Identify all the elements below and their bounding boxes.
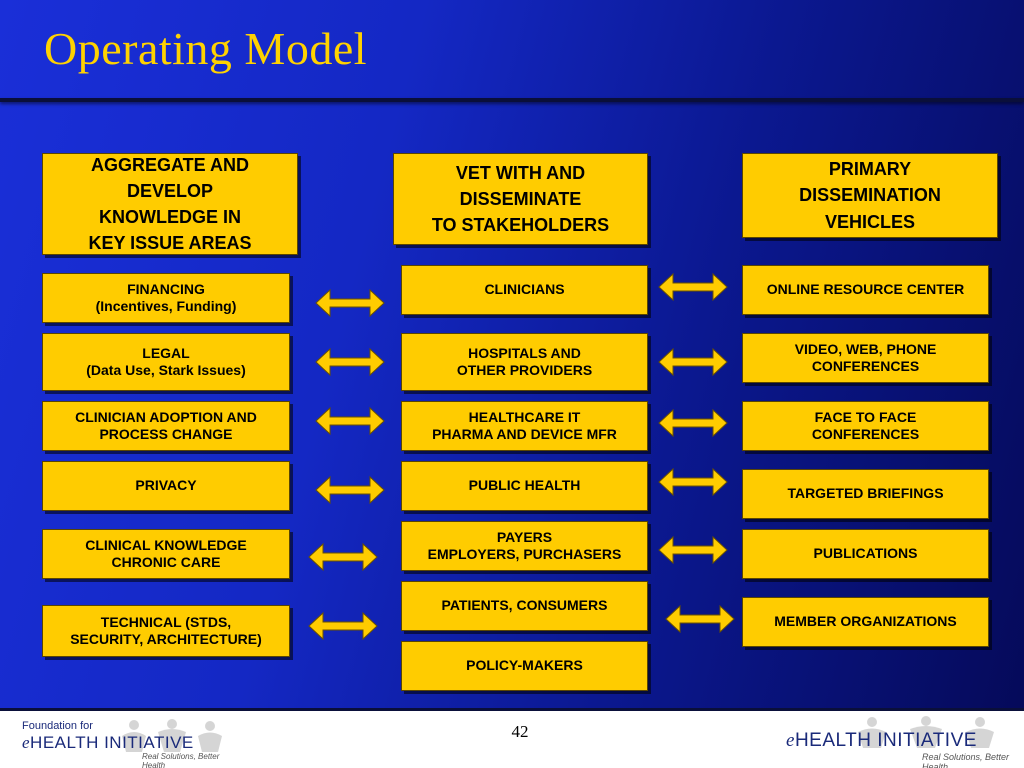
double-headed-arrow-icon [315, 347, 385, 377]
logo-name: eHEALTH INITIATIVE [786, 730, 977, 751]
double-headed-arrow-icon [658, 408, 728, 438]
logo-tagline: Real Solutions, Better Health [142, 752, 220, 768]
right-column-header: PRIMARY DISSEMINATION VEHICLES [742, 153, 998, 238]
people-figures-icon [122, 719, 222, 752]
stakeholder-public-health: PUBLIC HEALTH [401, 461, 648, 511]
double-headed-arrow-icon [658, 535, 728, 565]
double-headed-arrow-icon [658, 467, 728, 497]
stakeholder-hospitals: HOSPITALS AND OTHER PROVIDERS [401, 333, 648, 391]
logo-tagline: Real Solutions, Better Health [922, 752, 1010, 768]
vehicle-face-to-face: FACE TO FACE CONFERENCES [742, 401, 989, 451]
issue-area-clinician-adoption: CLINICIAN ADOPTION AND PROCESS CHANGE [42, 401, 290, 451]
issue-area-financing: FINANCING (Incentives, Funding) [42, 273, 290, 323]
double-headed-arrow-icon [658, 272, 728, 302]
vehicle-publications: PUBLICATIONS [742, 529, 989, 579]
ehealth-logo: eHEALTH INITIATIVE Real Solutions, Bette… [786, 716, 1016, 768]
issue-area-privacy: PRIVACY [42, 461, 290, 511]
stakeholder-policy-makers: POLICY-MAKERS [401, 641, 648, 691]
people-figures-icon [858, 716, 994, 748]
double-headed-arrow-icon [308, 542, 378, 572]
double-headed-arrow-icon [308, 611, 378, 641]
foundation-logo: Foundation for eHEALTH INITIATIVE Real S… [22, 716, 232, 768]
logo-name: eHEALTH INITIATIVE [22, 733, 194, 752]
double-headed-arrow-icon [665, 604, 735, 634]
issue-area-clinical-knowledge: CLINICAL KNOWLEDGE CHRONIC CARE [42, 529, 290, 579]
issue-area-legal: LEGAL (Data Use, Stark Issues) [42, 333, 290, 391]
left-column-header: AGGREGATE AND DEVELOP KNOWLEDGE IN KEY I… [42, 153, 298, 255]
vehicle-online-resource-center: ONLINE RESOURCE CENTER [742, 265, 989, 315]
stakeholder-payers: PAYERS EMPLOYERS, PURCHASERS [401, 521, 648, 571]
stakeholder-clinicians: CLINICIANS [401, 265, 648, 315]
vehicle-targeted-briefings: TARGETED BRIEFINGS [742, 469, 989, 519]
double-headed-arrow-icon [658, 347, 728, 377]
double-headed-arrow-icon [315, 475, 385, 505]
middle-column-header: VET WITH AND DISSEMINATE TO STAKEHOLDERS [393, 153, 648, 245]
title-divider [0, 98, 1024, 102]
double-headed-arrow-icon [315, 406, 385, 436]
stakeholder-healthcare-it: HEALTHCARE IT PHARMA AND DEVICE MFR [401, 401, 648, 451]
vehicle-member-organizations: MEMBER ORGANIZATIONS [742, 597, 989, 647]
double-headed-arrow-icon [315, 288, 385, 318]
page-number: 42 [511, 722, 529, 741]
vehicle-conferences-remote: VIDEO, WEB, PHONE CONFERENCES [742, 333, 989, 383]
issue-area-technical: TECHNICAL (STDS, SECURITY, ARCHITECTURE) [42, 605, 290, 657]
footer-divider [0, 708, 1024, 711]
logo-for-text: Foundation for [22, 720, 93, 732]
page-title: Operating Model [44, 23, 368, 74]
stakeholder-patients: PATIENTS, CONSUMERS [401, 581, 648, 631]
